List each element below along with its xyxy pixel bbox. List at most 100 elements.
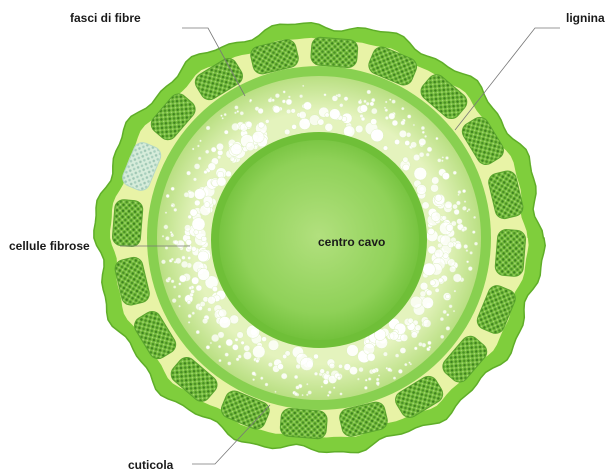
vessel-bubble	[284, 129, 290, 135]
vessel-bubble	[401, 107, 404, 110]
vessel-bubble	[383, 352, 387, 356]
vessel-bubble	[424, 135, 426, 137]
vessel-bubble	[333, 387, 335, 389]
vessel-bubble	[448, 242, 454, 248]
vessel-bubble	[458, 190, 461, 193]
vessel-bubble	[371, 129, 384, 142]
vessel-bubble	[415, 325, 421, 331]
vessel-bubble	[268, 340, 279, 351]
vessel-bubble	[376, 382, 380, 386]
vessel-bubble	[429, 346, 431, 348]
vessel-bubble	[389, 113, 395, 119]
vessel-bubble	[390, 332, 399, 341]
fibrous-cell-bundle	[310, 37, 358, 69]
vessel-bubble	[401, 121, 405, 125]
vessel-bubble	[323, 379, 328, 384]
vessel-bubble	[431, 212, 441, 222]
vessel-bubble	[446, 294, 451, 299]
vessel-bubble	[389, 99, 391, 101]
vessel-bubble	[212, 286, 217, 291]
vessel-bubble	[191, 290, 195, 294]
vessel-bubble	[196, 330, 200, 334]
vessel-bubble	[246, 121, 252, 127]
vessel-bubble	[268, 98, 272, 102]
vessel-bubble	[225, 353, 229, 357]
vessel-bubble	[165, 236, 169, 240]
vessel-bubble	[193, 178, 196, 181]
vessel-bubble	[419, 138, 426, 145]
vessel-bubble	[441, 160, 443, 162]
vessel-bubble	[347, 345, 359, 357]
vessel-bubble	[173, 286, 176, 289]
vessel-bubble	[291, 109, 296, 114]
vessel-bubble	[395, 354, 399, 358]
vessel-bubble	[468, 209, 470, 211]
vessel-bubble	[175, 258, 181, 264]
vessel-bubble	[423, 263, 436, 276]
vessel-bubble	[188, 314, 192, 318]
vessel-bubble	[467, 210, 469, 212]
vessel-bubble	[278, 364, 284, 370]
vessel-bubble	[320, 369, 325, 374]
vessel-bubble	[414, 347, 417, 350]
vessel-bubble	[299, 111, 306, 118]
vessel-bubble	[189, 286, 192, 289]
vessel-bubble	[192, 312, 195, 315]
vessel-bubble	[211, 147, 216, 152]
label-cuticle: cuticola	[128, 458, 174, 472]
vessel-bubble	[187, 301, 191, 305]
vessel-bubble	[456, 201, 460, 205]
vessel-bubble	[407, 115, 411, 119]
vessel-bubble	[370, 102, 374, 106]
vessel-bubble	[364, 386, 367, 389]
vessel-bubble	[260, 377, 263, 380]
vessel-bubble	[413, 124, 415, 126]
vessel-bubble	[472, 231, 475, 234]
vessel-bubble	[171, 204, 173, 206]
vessel-bubble	[288, 96, 290, 98]
vessel-bubble	[231, 144, 242, 155]
vessel-bubble	[399, 130, 406, 137]
vessel-bubble	[371, 98, 375, 102]
vessel-bubble	[201, 236, 207, 242]
vessel-bubble	[461, 228, 465, 232]
vessel-bubble	[410, 363, 412, 365]
vessel-bubble	[430, 280, 436, 286]
vessel-bubble	[235, 338, 238, 341]
vessel-bubble	[222, 117, 224, 119]
vessel-bubble	[466, 250, 468, 252]
vessel-bubble	[383, 146, 388, 151]
vessel-bubble	[306, 394, 308, 396]
vessel-bubble	[171, 258, 174, 261]
vessel-bubble	[188, 321, 190, 323]
vessel-bubble	[282, 100, 286, 104]
vessel-bubble	[361, 117, 365, 121]
vessel-bubble	[286, 109, 291, 114]
vessel-bubble	[237, 332, 244, 339]
vessel-bubble	[435, 288, 439, 292]
vessel-bubble	[299, 95, 302, 98]
vessel-bubble	[364, 100, 367, 103]
vessel-bubble	[302, 394, 304, 396]
vessel-bubble	[300, 357, 313, 370]
vessel-bubble	[208, 163, 216, 171]
vessel-bubble	[327, 394, 329, 396]
vessel-bubble	[224, 130, 228, 134]
vessel-bubble	[226, 171, 232, 177]
vessel-bubble	[208, 296, 216, 304]
vessel-bubble	[179, 275, 186, 282]
vessel-bubble	[411, 332, 417, 338]
vessel-bubble	[194, 189, 205, 200]
vessel-bubble	[420, 291, 426, 297]
vessel-bubble	[224, 113, 227, 116]
vessel-bubble	[162, 235, 164, 237]
vessel-bubble	[265, 383, 268, 386]
vessel-bubble	[192, 277, 199, 284]
vessel-bubble	[192, 148, 194, 150]
vessel-bubble	[445, 201, 452, 208]
vessel-bubble	[457, 219, 463, 225]
vessel-bubble	[359, 367, 364, 372]
vessel-bubble	[178, 295, 181, 298]
vessel-bubble	[219, 359, 222, 362]
vessel-bubble	[196, 285, 202, 291]
